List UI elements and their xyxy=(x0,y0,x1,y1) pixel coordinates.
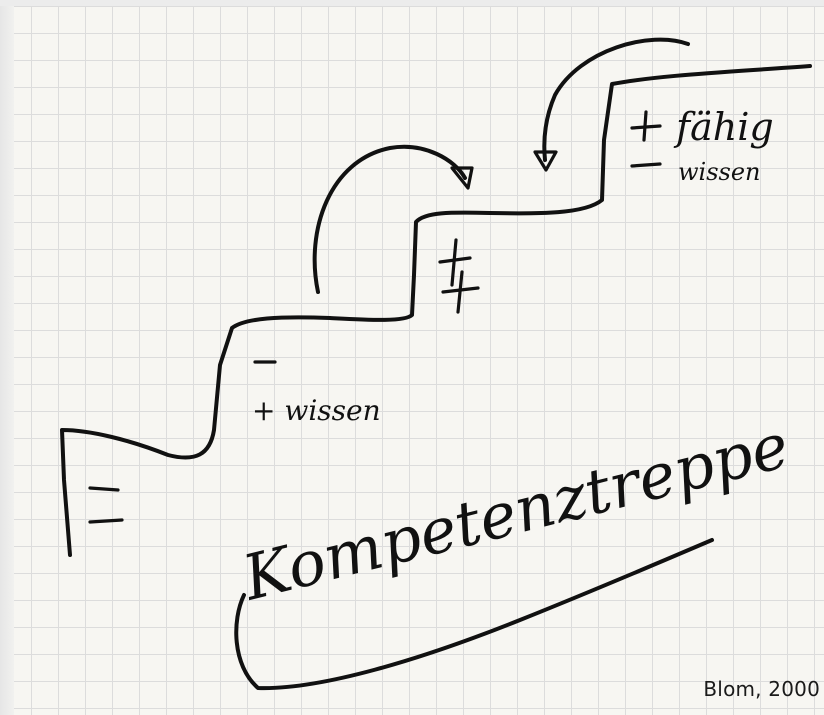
citation: Blom, 2000 xyxy=(703,677,820,701)
title-underline xyxy=(234,538,714,691)
step-4-label-top: fähig xyxy=(673,105,774,149)
paper-edge-left xyxy=(0,0,14,715)
step-3-marks xyxy=(438,238,480,314)
step-4-label-bottom: wissen xyxy=(678,158,761,186)
paper-edge-top xyxy=(0,0,824,6)
step-1-marks xyxy=(88,486,124,524)
arrow-top-to-step-3 xyxy=(533,37,690,172)
diagram-title: Kompetenztreppe xyxy=(235,409,796,615)
step-2-label: + wissen xyxy=(252,394,381,427)
staircase-outline xyxy=(60,64,812,557)
step-4-marks xyxy=(630,110,662,168)
arrow-step-2-to-3 xyxy=(312,144,474,294)
